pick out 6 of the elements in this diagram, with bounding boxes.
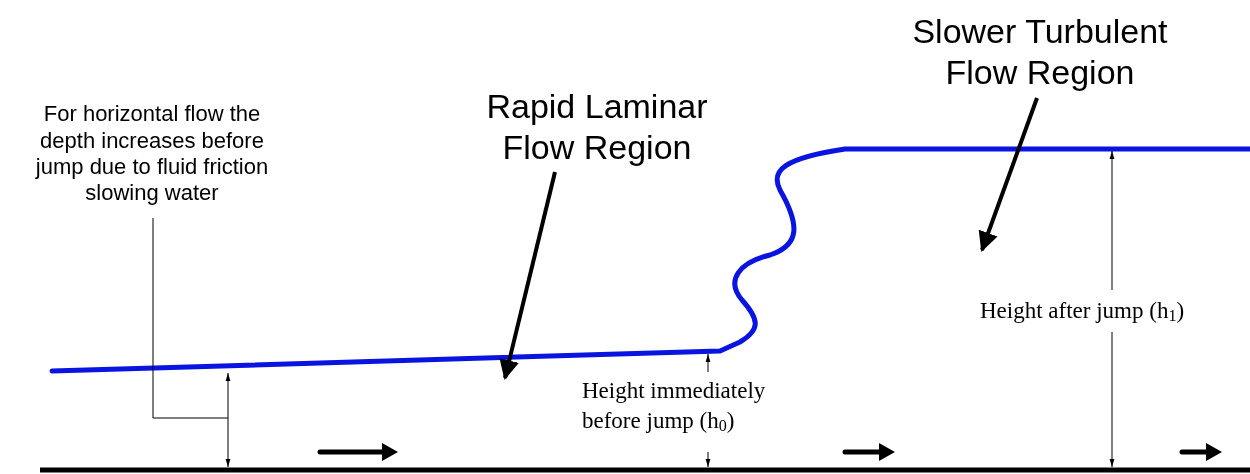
callout-text: For horizontal flow the depth increases before jump due to fluid friction slowing water: [34, 101, 270, 207]
pointer-arrow: [499, 171, 557, 380]
callout-text: Slower Turbulent Flow Region: [911, 11, 1169, 93]
callout-text: Rapid Laminar Flow Region: [485, 86, 709, 168]
pointer-arrow: [978, 97, 1039, 252]
leader-line: [152, 217, 229, 419]
